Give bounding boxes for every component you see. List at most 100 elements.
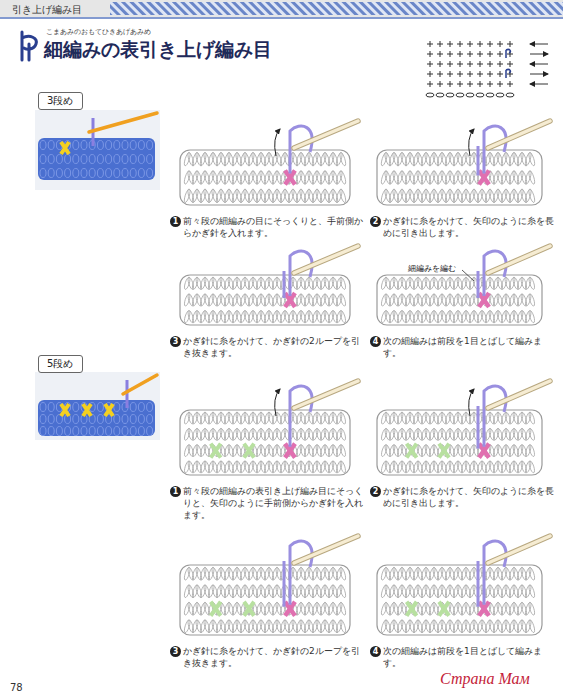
yarn: [484, 386, 506, 447]
post-symbol: [506, 69, 510, 78]
stitch: [335, 277, 343, 290]
fabric: [38, 138, 155, 180]
stitch: [452, 412, 460, 425]
stitch: [528, 584, 536, 598]
stitch: [524, 428, 532, 441]
stitch: [311, 428, 319, 441]
row-arrow: [530, 84, 548, 85]
fabric-stitch: [114, 141, 120, 150]
stitch: [319, 152, 327, 166]
fabric-stitch: [48, 427, 54, 436]
stitch: [396, 170, 404, 184]
sc-symbol: [457, 51, 463, 57]
sc-symbol: [447, 61, 453, 67]
stitch: [331, 189, 339, 203]
stitch: [303, 428, 311, 441]
stitch: [416, 152, 424, 166]
stitch: [315, 170, 323, 184]
stitch: [500, 277, 508, 290]
stitch: [339, 602, 347, 616]
stitch: [484, 412, 492, 425]
callout-label: 細編みを編む: [408, 263, 456, 274]
stitch: [456, 619, 464, 633]
stitch: [496, 602, 504, 616]
chain-symbol: [456, 93, 464, 97]
stitch: [239, 412, 247, 425]
fabric-stitch: [114, 415, 120, 424]
stitch: [319, 584, 327, 598]
stitch: [432, 619, 440, 633]
stitch: [191, 189, 199, 203]
stitch: [416, 567, 424, 581]
stitch: [307, 189, 315, 203]
stitch: [528, 460, 536, 473]
stitch: [524, 152, 532, 166]
row-arrow: [530, 54, 548, 55]
stitch: [524, 293, 532, 306]
fabric-stitch: [65, 155, 71, 164]
stitch: [452, 428, 460, 441]
stitch: [231, 310, 239, 323]
stitch: [331, 619, 339, 633]
stitch: [295, 444, 303, 457]
stitch: [259, 567, 267, 581]
stitch: [404, 293, 412, 306]
fabric-stitch: [73, 415, 79, 424]
stitch: [231, 428, 239, 441]
stitch: [335, 460, 343, 473]
stitch: [420, 189, 428, 203]
stitch: [247, 277, 255, 290]
stitch: [508, 277, 516, 290]
stitch: [436, 310, 444, 323]
stitch: [223, 428, 231, 441]
row-label: 5段め: [47, 357, 74, 371]
stitch: [239, 584, 247, 598]
stitch: [500, 619, 508, 633]
fabric-stitch: [106, 427, 112, 436]
fabric-stitch: [138, 141, 144, 150]
stitch: [516, 584, 524, 598]
stitch: [396, 189, 404, 203]
stitch: [195, 170, 203, 184]
stitch: [428, 277, 436, 290]
stitch: [243, 152, 251, 166]
sc-symbol: [427, 51, 433, 57]
fabric-stitch: [114, 403, 120, 412]
stitch: [384, 189, 392, 203]
stitch: [319, 170, 327, 184]
fabric-stitch: [73, 427, 79, 436]
fabric-stitch: [147, 415, 153, 424]
stitch: [335, 293, 343, 306]
stitch: [183, 412, 191, 425]
stitch: [311, 277, 319, 290]
stitch: [243, 619, 251, 633]
stitch: [215, 460, 223, 473]
stitch: [396, 619, 404, 633]
stitch: [327, 619, 335, 633]
stitch: [303, 293, 311, 306]
stitch: [460, 152, 468, 166]
stitch: [315, 619, 323, 633]
stitch: [420, 293, 428, 306]
stitch: [207, 584, 215, 598]
stitch: [311, 170, 319, 184]
stitch: [468, 170, 476, 184]
stitch: [380, 293, 388, 306]
stitch: [524, 170, 532, 184]
stitch: [448, 619, 456, 633]
stitch: [307, 152, 315, 166]
stitch: [231, 602, 239, 616]
fabric-stitch: [122, 155, 128, 164]
sc-symbol: [467, 71, 473, 77]
stitch: [263, 189, 271, 203]
stitch: [231, 152, 239, 166]
stitch: [436, 567, 444, 581]
stitch: [396, 602, 404, 616]
fabric-stitch: [130, 155, 136, 164]
stitch: [215, 567, 223, 581]
stitch: [444, 567, 452, 581]
stitch: [408, 152, 416, 166]
stitch: [311, 460, 319, 473]
stitch: [452, 584, 460, 598]
hook-outline: [294, 536, 358, 563]
